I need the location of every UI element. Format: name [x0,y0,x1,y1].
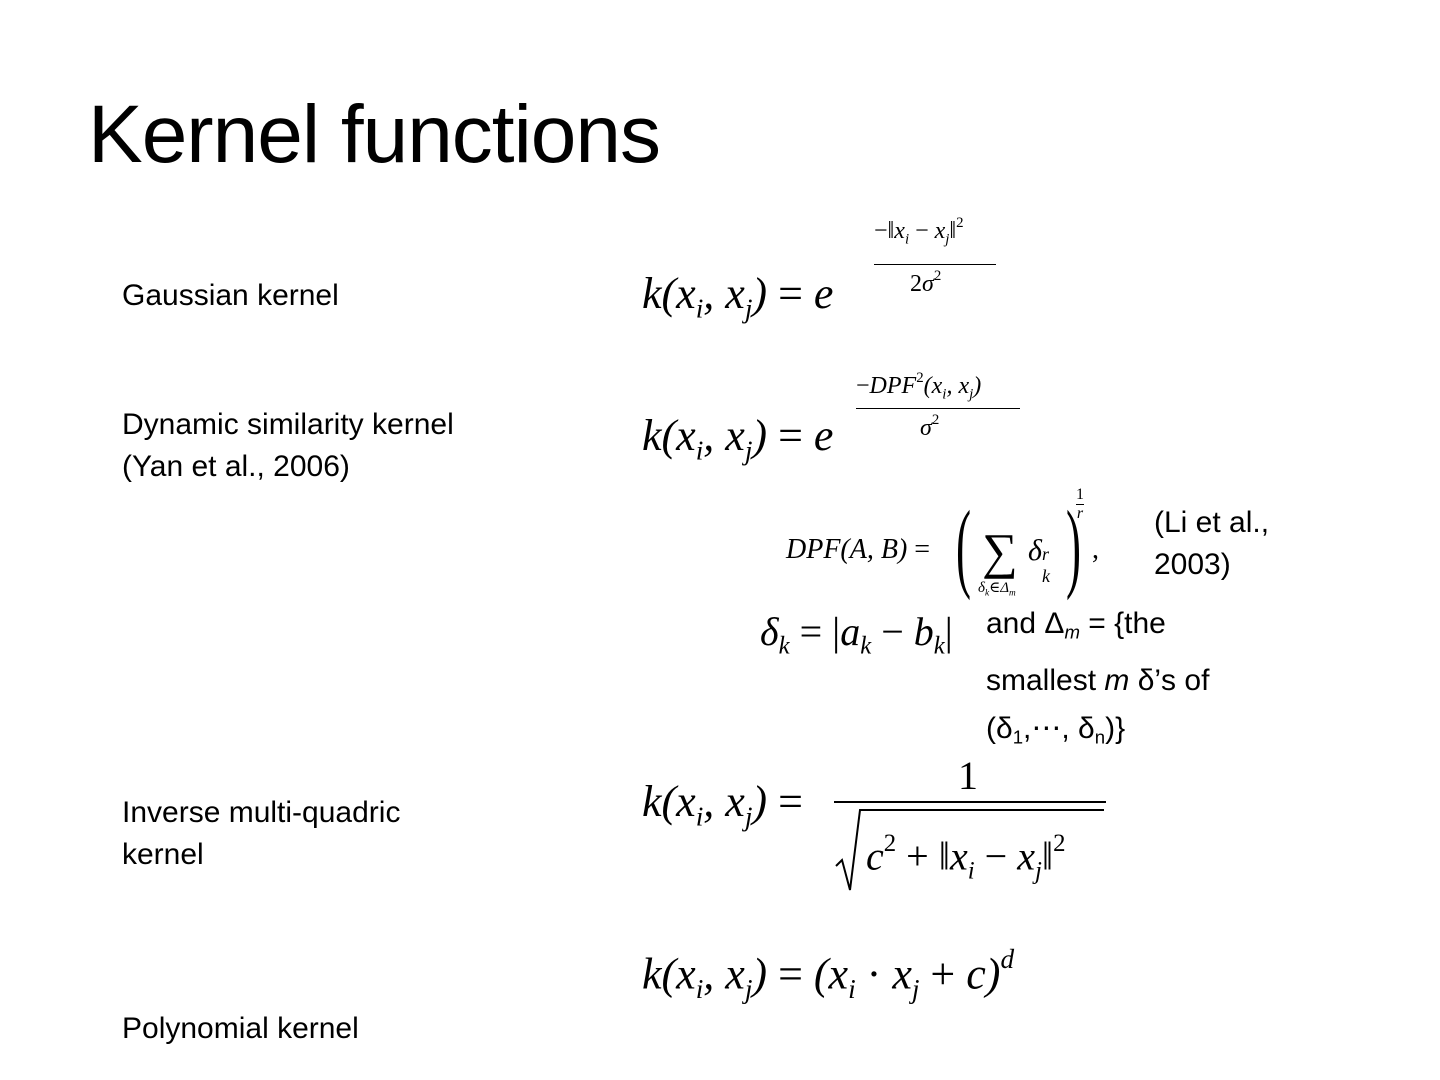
dynamic-similarity-kernel-label-line-1: Dynamic similarity kernel [122,408,454,441]
delta-m-note-suffix: = {the [1079,607,1166,640]
delta-m-note-line-3-mid: ,⋯, δ [1023,711,1095,745]
delta-m-note-var: m [1104,663,1130,697]
dynamic-similarity-kernel-exponent-numerator: −DPF2(xi, xj) [856,370,982,403]
slide-title: Kernel functions [88,89,661,180]
polynomial-kernel-label: Polynomial kernel [122,1008,359,1050]
delta-m-note-line-2: smallest m δ’s of [986,657,1209,705]
inverse-multiquadric-kernel-formula: k(xi, xj) = [642,777,803,832]
dpf-citation-line-2: 2003) [1154,548,1231,581]
dynamic-similarity-kernel-label-line-2: (Yan et al., 2006) [122,450,350,483]
inverse-multiquadric-denominator: c2 + ‖xi − xj‖2 [866,830,1066,885]
polynomial-kernel-label-line: Polynomial kernel [122,1012,359,1045]
dpf-left-paren: ( [956,490,971,601]
dynamic-similarity-kernel-label: Dynamic similarity kernel (Yan et al., 2… [122,404,454,488]
dpf-right-paren: ) [1066,490,1081,601]
dpf-citation-line-1: (Li et al., [1154,506,1270,539]
square-root-icon [835,809,1104,891]
dynamic-similarity-kernel-fraction-bar [856,408,1020,409]
dynamic-similarity-kernel-formula: k(xi, xj) = e [642,411,834,466]
delta-formula: δk = |ak − bk| [760,609,953,660]
inverse-multiquadric-kernel-label-line-2: kernel [122,838,204,871]
delta-m-note-line-3-sub2: n [1094,726,1106,748]
gaussian-kernel-fraction-bar [874,264,996,265]
delta-m-note-line-2-prefix: smallest [986,663,1105,697]
gaussian-kernel-exponent-numerator: −‖xi − xj‖2 [874,215,964,248]
delta-m-note-line-3-sub1: 1 [1012,726,1024,748]
dpf-citation: (Li et al., 2003) [1154,502,1269,586]
delta-m-note-line-3-open: (δ [986,711,1013,745]
delta-m-note-line-1: and Δm = {the [986,600,1209,657]
delta-m-note-prefix: and Δ [986,607,1065,640]
inverse-multiquadric-fraction-bar [834,801,1106,803]
dpf-trailing-comma: , [1092,534,1099,565]
inverse-multiquadric-kernel-label-line-1: Inverse multi-quadric [122,796,401,829]
gaussian-kernel-formula: k(xi, xj) = e [642,269,834,324]
delta-m-note-line-3: (δ1,⋯, δn)} [986,705,1209,762]
dynamic-similarity-kernel-exponent-denominator: σ2 [920,412,940,442]
inverse-multiquadric-kernel-label: Inverse multi-quadric kernel [122,792,400,876]
gaussian-kernel-label: Gaussian kernel [122,275,339,317]
gaussian-kernel-exponent-denominator: 2σ2 [910,268,942,298]
delta-m-note-line-3-close: )} [1105,711,1126,745]
delta-m-note-subscript: m [1064,621,1080,643]
inverse-multiquadric-numerator: 1 [958,753,978,798]
dpf-formula-lhs: DPF(A, B) = [786,534,931,565]
delta-m-note: and Δm = {the smallest m δ’s of (δ1,⋯, δ… [986,600,1209,761]
delta-m-note-line-2-suffix: δ’s of [1129,663,1210,697]
gaussian-kernel-label-line: Gaussian kernel [122,279,339,312]
dpf-exponent: 1 r [1076,486,1084,522]
polynomial-kernel-formula: k(xi, xj) = (xi · xj + c)d [642,944,1015,1004]
dpf-sum-index: δk∈Δm [978,580,1016,599]
dpf-sum-symbol: ∑ [982,523,1018,579]
